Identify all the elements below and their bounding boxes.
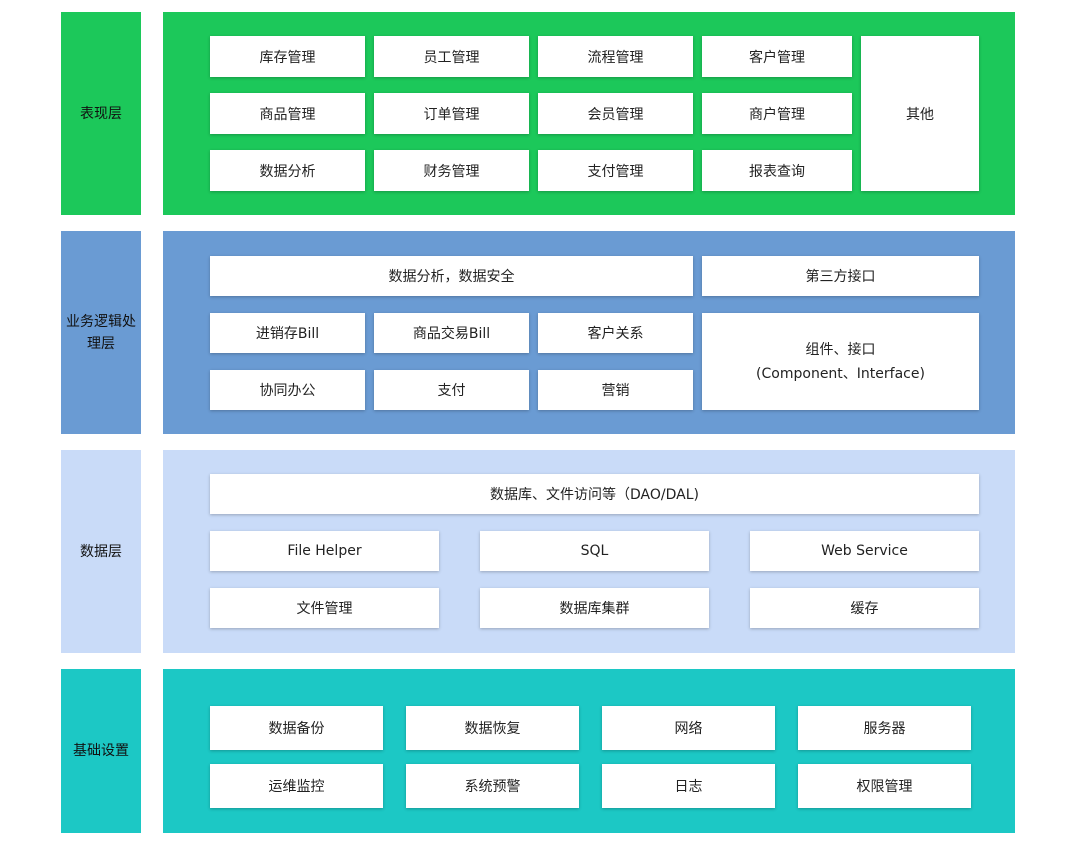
infrastructure-layer-panel xyxy=(163,669,1015,833)
presentation-layer-label-text: 表现层 xyxy=(80,105,122,122)
data-access-layer: 数据库、文件访问等（DAO/DAL) xyxy=(210,474,979,514)
business-payment: 支付 xyxy=(374,370,529,410)
business-inventory-bill: 进销存Bill xyxy=(210,313,365,353)
module-workflow: 流程管理 xyxy=(538,36,693,77)
business-data-security: 数据分析，数据安全 xyxy=(210,256,693,296)
data-layer-label: 数据层 xyxy=(61,450,141,653)
business-crm: 客户关系 xyxy=(538,313,693,353)
module-order: 订单管理 xyxy=(374,93,529,134)
infrastructure-layer-label-text: 基础设置 xyxy=(73,743,129,759)
presentation-layer-label: 表现层 xyxy=(61,12,141,215)
business-layer-label-line1: 业务逻辑处 xyxy=(66,313,136,330)
infra-ops-monitoring: 运维监控 xyxy=(210,764,383,808)
module-employee: 员工管理 xyxy=(374,36,529,77)
data-layer-label-text: 数据层 xyxy=(80,543,122,560)
infra-logs: 日志 xyxy=(602,764,775,808)
business-layer-label: 业务逻辑处 理层 xyxy=(61,231,141,434)
infrastructure-layer-label: 基础设置 xyxy=(61,669,141,833)
module-finance: 财务管理 xyxy=(374,150,529,191)
business-components-line2: (Component、Interface) xyxy=(756,365,925,382)
infra-server: 服务器 xyxy=(798,706,971,750)
business-third-party-api: 第三方接口 xyxy=(702,256,979,296)
infra-network: 网络 xyxy=(602,706,775,750)
data-db-cluster: 数据库集群 xyxy=(480,588,709,628)
module-customer: 客户管理 xyxy=(702,36,852,77)
module-merchant: 商户管理 xyxy=(702,93,852,134)
business-components: 组件、接口 (Component、Interface) xyxy=(702,313,979,410)
module-member: 会员管理 xyxy=(538,93,693,134)
data-web-service: Web Service xyxy=(750,531,979,571)
business-marketing: 营销 xyxy=(538,370,693,410)
business-components-line1: 组件、接口 xyxy=(805,341,876,358)
business-trade-bill: 商品交易Bill xyxy=(374,313,529,353)
infra-backup: 数据备份 xyxy=(210,706,383,750)
infra-alerts: 系统预警 xyxy=(406,764,579,808)
module-other: 其他 xyxy=(861,36,979,191)
module-payment: 支付管理 xyxy=(538,150,693,191)
module-inventory: 库存管理 xyxy=(210,36,365,77)
data-cache: 缓存 xyxy=(750,588,979,628)
data-sql: SQL xyxy=(480,531,709,571)
module-data-analysis: 数据分析 xyxy=(210,150,365,191)
business-office: 协同办公 xyxy=(210,370,365,410)
data-file-management: 文件管理 xyxy=(210,588,439,628)
infra-permissions: 权限管理 xyxy=(798,764,971,808)
module-product: 商品管理 xyxy=(210,93,365,134)
module-reports: 报表查询 xyxy=(702,150,852,191)
infra-restore: 数据恢复 xyxy=(406,706,579,750)
business-layer-label-line2: 理层 xyxy=(87,335,115,352)
data-file-helper: File Helper xyxy=(210,531,439,571)
